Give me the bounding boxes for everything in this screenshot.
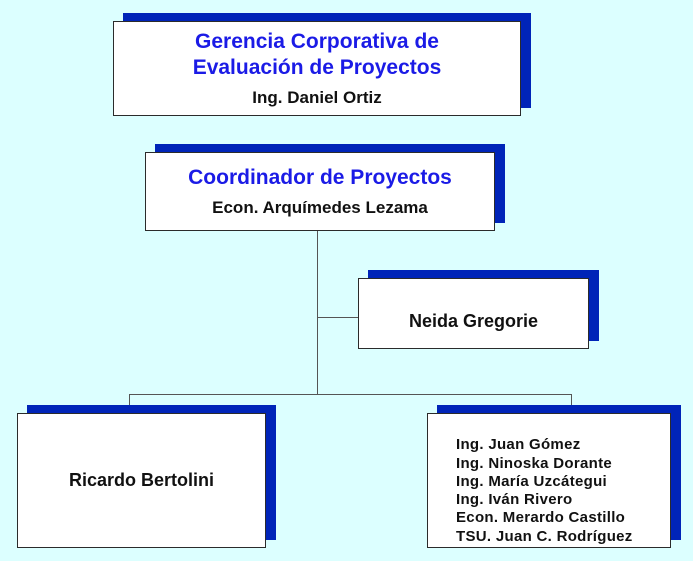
coordinador-person: Econ. Arquímedes Lezama xyxy=(212,197,428,217)
team-member: Ing. Ninoska Dorante xyxy=(456,454,613,472)
left-report-person: Ricardo Bertolini xyxy=(68,470,215,490)
node-box: Neida Gregorie xyxy=(358,278,589,349)
node-assistant: Neida Gregorie xyxy=(358,270,599,349)
node-left-report: Ricardo Bertolini xyxy=(17,405,276,548)
team-member: Ing. Iván Rivero xyxy=(456,491,573,509)
assistant-person: Neida Gregorie xyxy=(408,311,539,331)
connector-right-drop xyxy=(571,394,572,413)
connector-assistant-branch xyxy=(317,317,359,318)
node-box: Coordinador de Proyectos Econ. Arquímede… xyxy=(145,152,495,231)
team-member: Ing. María Uzcátegui xyxy=(456,472,608,490)
connector-main-vertical xyxy=(317,231,318,394)
node-box: Gerencia Corporativa de Evaluación de Pr… xyxy=(113,21,521,116)
gerencia-person: Ing. Daniel Ortiz xyxy=(252,87,382,107)
team-member: Econ. Merardo Castillo xyxy=(456,509,626,527)
team-member: Ing. Juan Gómez xyxy=(456,436,581,454)
coordinador-title: Coordinador de Proyectos xyxy=(188,165,452,189)
gerencia-title-line2: Evaluación de Proyectos xyxy=(192,55,442,79)
connector-horizontal-bar xyxy=(129,394,572,395)
node-box: Ing. Juan Gómez Ing. Ninoska Dorante Ing… xyxy=(427,413,671,548)
node-gerencia-corporativa: Gerencia Corporativa de Evaluación de Pr… xyxy=(113,13,531,116)
node-coordinador: Coordinador de Proyectos Econ. Arquímede… xyxy=(145,144,505,231)
gerencia-title-line1: Gerencia Corporativa de xyxy=(195,29,439,53)
node-box: Ricardo Bertolini xyxy=(17,413,266,548)
connector-left-drop xyxy=(129,394,130,413)
team-member: TSU. Juan C. Rodríguez xyxy=(456,527,633,545)
node-right-report: Ing. Juan Gómez Ing. Ninoska Dorante Ing… xyxy=(427,405,681,548)
